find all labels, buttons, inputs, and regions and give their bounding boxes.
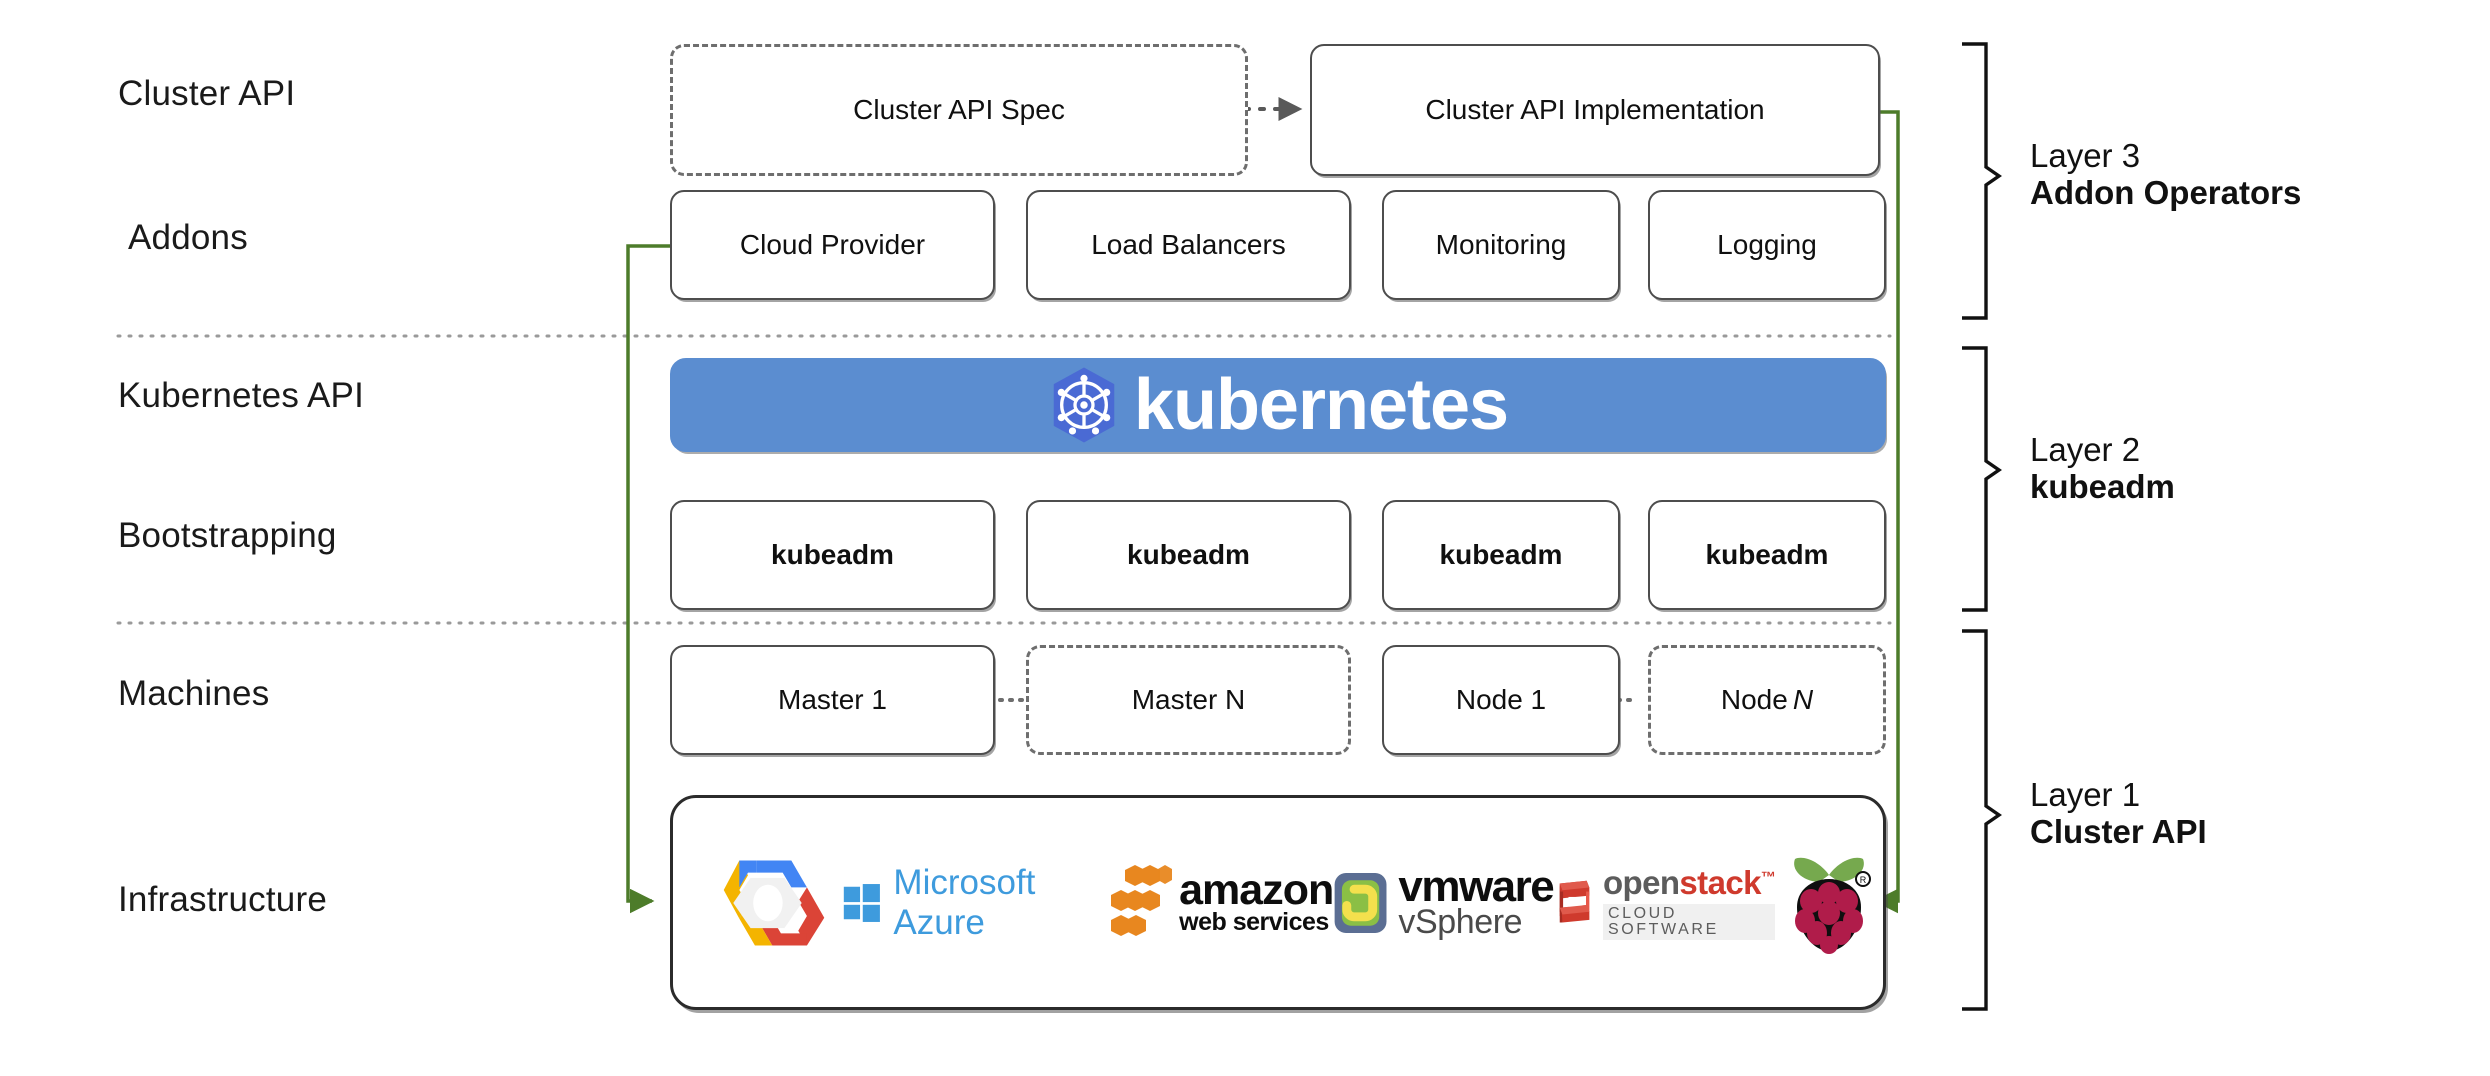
layer-2-label: Layer 2 kubeadm — [2030, 431, 2175, 506]
layer-3-name: Layer 3 — [2030, 137, 2141, 174]
addon-label: Cloud Provider — [739, 229, 926, 260]
bootstrap-label: kubeadm — [1439, 539, 1563, 570]
openstack-trademark-icon: ™ — [1760, 868, 1776, 886]
layer-1-label: Layer 1 Cluster API — [2030, 776, 2207, 851]
bootstrap-label: kubeadm — [771, 539, 894, 570]
layer-3-subject: Addon Operators — [2030, 173, 2302, 211]
openstack-logo: openstack™ CLOUD SOFTWARE — [1553, 863, 1776, 940]
openstack-wordmark-open: open — [1602, 863, 1680, 901]
row-label-bootstrapping: Bootstrapping — [118, 516, 337, 555]
row-label-kubernetes-api: Kubernetes API — [118, 376, 365, 415]
openstack-subtext: CLOUD SOFTWARE — [1602, 903, 1776, 940]
cluster-api-spec-label: Cluster API Spec — [853, 94, 1065, 125]
machine-label: Master N — [1131, 684, 1246, 715]
row-label-machines: Machines — [118, 674, 270, 713]
amazon-web-services-subtext: web services — [1179, 907, 1329, 936]
amazon-web-services-logo: amazon web services — [1111, 863, 1334, 943]
machine-box-master-n[interactable]: Master N — [1026, 645, 1351, 755]
machine-label: Master 1 — [778, 684, 887, 715]
infrastructure-box: Microsoft Azure — [670, 795, 1886, 1010]
addon-label: Load Balancers — [1091, 229, 1286, 260]
machine-label-italic-suffix: N — [1792, 684, 1814, 715]
layer-2-name: Layer 2 — [2030, 431, 2141, 468]
machine-box-node-1[interactable]: Node 1 — [1382, 645, 1620, 755]
layer-2-subject: kubeadm — [2030, 467, 2175, 505]
machine-label: Node — [1720, 684, 1788, 715]
addon-box-logging[interactable]: Logging — [1648, 190, 1886, 300]
kubernetes-helm-wheel-icon — [1048, 366, 1120, 444]
row-label-addons: Addons — [128, 218, 248, 257]
cloud-provider-to-infrastructure-arrow — [626, 244, 670, 914]
vmware-vsphere-logo: vmware vSphere — [1333, 861, 1555, 942]
machine-label: Node 1 — [1455, 684, 1547, 715]
bootstrap-box-4[interactable]: kubeadm — [1648, 500, 1886, 610]
google-cloud-platform-logo — [707, 855, 842, 951]
addon-label: Logging — [1717, 229, 1817, 260]
layer-3-label: Layer 3 Addon Operators — [2030, 137, 2302, 212]
layer-3-bracket — [1962, 42, 2002, 320]
openstack-wordmark-stack: stack — [1679, 863, 1761, 901]
vsphere-subtext: vSphere — [1398, 903, 1523, 942]
machine-box-master-1[interactable]: Master 1 — [670, 645, 995, 755]
cluster-api-spec-box[interactable]: Cluster API Spec — [670, 44, 1248, 176]
addon-label: Monitoring — [1435, 229, 1567, 260]
cluster-api-implementation-label: Cluster API Implementation — [1425, 94, 1765, 125]
amazon-wordmark: amazon — [1179, 866, 1334, 915]
bootstrap-label: kubeadm — [1705, 539, 1829, 570]
microsoft-azure-wordmark: Microsoft Azure — [893, 862, 1036, 942]
addon-box-monitoring[interactable]: Monitoring — [1382, 190, 1620, 300]
bootstrap-box-2[interactable]: kubeadm — [1026, 500, 1351, 610]
row-label-infrastructure: Infrastructure — [118, 880, 327, 919]
vmware-wordmark: vmware — [1398, 861, 1554, 911]
row-label-cluster-api: Cluster API — [118, 74, 296, 113]
addon-box-load-balancers[interactable]: Load Balancers — [1026, 190, 1351, 300]
kubernetes-banner: kubernetes — [670, 358, 1886, 452]
infrastructure-logo-strip: Microsoft Azure — [673, 798, 1883, 1007]
layer-1-subject: Cluster API — [2030, 812, 2207, 850]
addon-box-cloud-provider[interactable]: Cloud Provider — [670, 190, 995, 300]
bootstrap-box-1[interactable]: kubeadm — [670, 500, 995, 610]
kubernetes-wordmark: kubernetes — [1133, 365, 1509, 445]
layer-2-bracket — [1962, 346, 2002, 612]
raspberry-pi-logo: R — [1775, 849, 1883, 957]
svg-text:R: R — [1860, 875, 1867, 885]
layer-1-bracket — [1962, 629, 2002, 1011]
bootstrap-box-3[interactable]: kubeadm — [1382, 500, 1620, 610]
layer-1-name: Layer 1 — [2030, 776, 2141, 813]
cluster-api-implementation-box[interactable]: Cluster API Implementation — [1310, 44, 1880, 176]
bootstrap-label: kubeadm — [1127, 539, 1250, 570]
microsoft-azure-logo: Microsoft Azure — [842, 863, 1111, 943]
